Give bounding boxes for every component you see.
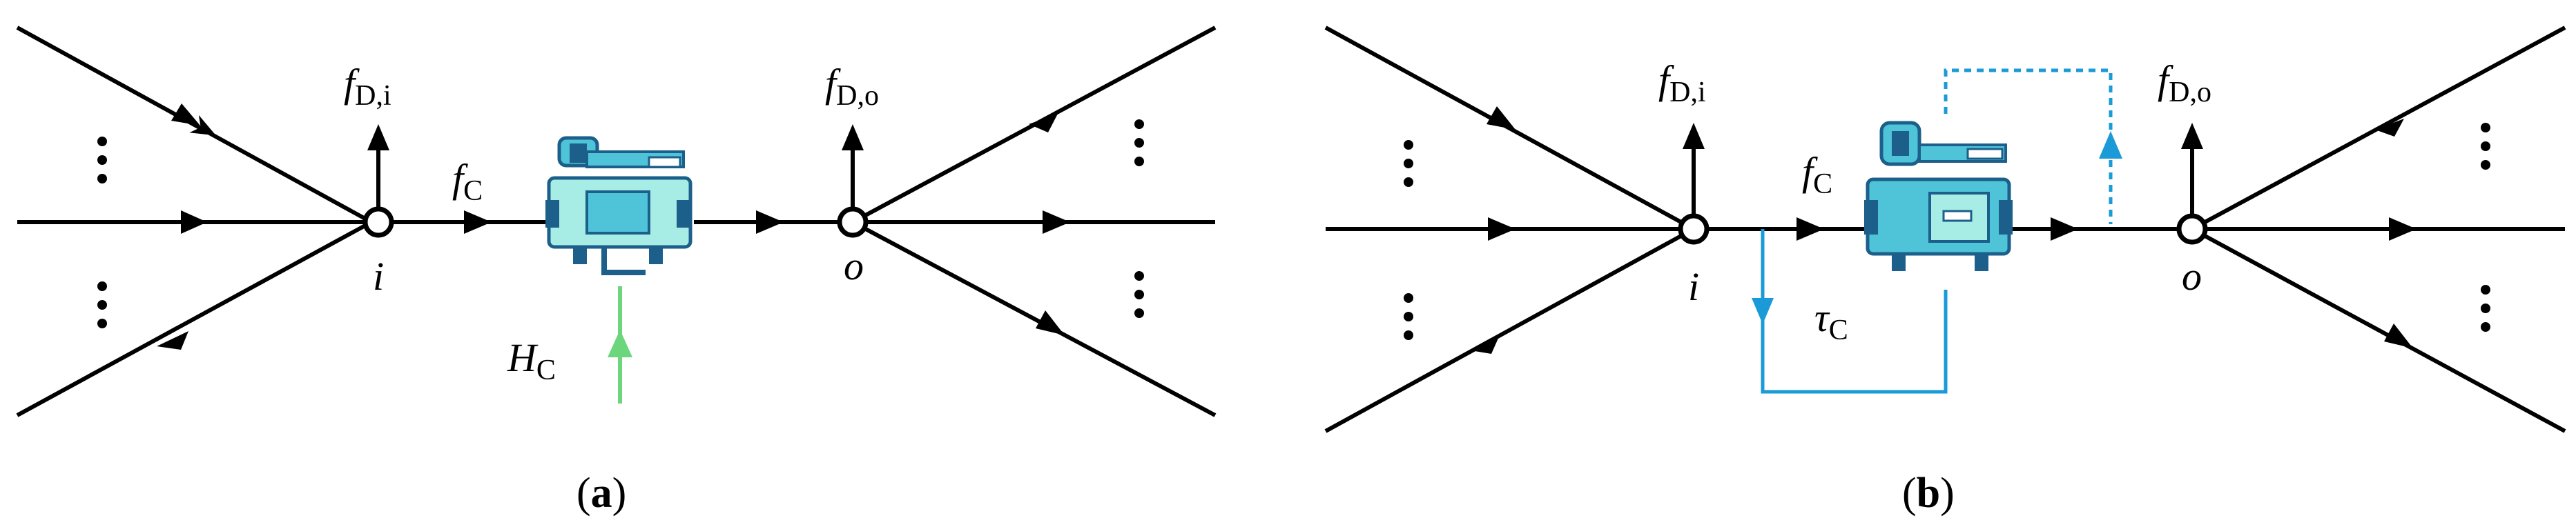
compressor-icon xyxy=(1864,121,2013,271)
torque-arrowhead-b xyxy=(1752,298,1774,324)
caption-b: (b) xyxy=(1902,470,1955,517)
ellipsis-b-right-upper xyxy=(2481,123,2490,170)
dashed-arrowhead-b xyxy=(2099,131,2122,159)
ellipsis-a-left-lower xyxy=(97,281,107,328)
ellipsis-a-right-upper xyxy=(1134,119,1144,166)
arrowhead-a1 xyxy=(171,103,200,126)
compressor-icon xyxy=(545,136,693,275)
arrowhead-b-out xyxy=(2051,217,2078,241)
ellipsis-a-left-upper xyxy=(97,137,107,183)
node-o-b xyxy=(2176,213,2208,245)
arrowhead-b1 xyxy=(1486,106,1515,130)
branch-b-upper-right xyxy=(2191,26,2566,231)
branch-a-lower-right xyxy=(851,220,1217,417)
node-o-a xyxy=(837,206,869,238)
arrowhead-a-fc xyxy=(464,210,492,234)
label-node-o-b: o xyxy=(2182,254,2202,299)
arrowhead-b3 xyxy=(1471,335,1500,354)
ellipsis-b-left-lower xyxy=(1404,293,1413,340)
arrowhead-a2 xyxy=(181,210,207,234)
arrowhead-a5 xyxy=(1043,210,1070,234)
label-node-i-b: i xyxy=(1688,264,1699,309)
label-demand-inlet-b: fD,i xyxy=(1658,57,1706,108)
dashed-bypass-b xyxy=(1944,68,2113,224)
arrowhead-a4 xyxy=(1029,114,1058,132)
demand-arrowhead-a-o xyxy=(842,124,864,150)
arrowhead-b-fc xyxy=(1797,217,1824,241)
branch-b-lower-right xyxy=(2191,227,2566,433)
branch-b-lower-left xyxy=(1324,227,1695,433)
demand-arrowhead-b-o xyxy=(2181,123,2203,149)
branch-a-lower-left xyxy=(16,220,373,417)
arrowhead-b2 xyxy=(1488,217,1515,241)
label-flow-b: fC xyxy=(1802,149,1832,200)
ellipsis-b-right-lower xyxy=(2481,285,2490,332)
label-head-a: HC xyxy=(507,335,556,386)
node-i-b xyxy=(1678,213,1710,245)
caption-a: (a) xyxy=(577,470,626,517)
panel-a: fD,i fD,o fC i o HC (a) xyxy=(16,26,1217,517)
arrowhead-b4 xyxy=(2375,119,2404,137)
arrowhead-a-out xyxy=(756,210,784,234)
label-tau-b: τC xyxy=(1814,295,1848,346)
label-flow-a: fC xyxy=(452,156,483,207)
head-input-arrowhead-a xyxy=(608,330,632,357)
arrowhead-a3 xyxy=(157,331,188,350)
ellipsis-a-right-lower xyxy=(1134,271,1144,318)
panel-b: fD,i fD,o fC i o τC (b) xyxy=(1324,26,2566,517)
demand-arrowhead-b-i xyxy=(1683,123,1705,149)
demand-arrowhead-a-i xyxy=(367,124,389,150)
branch-a-upper-left xyxy=(16,26,373,224)
label-demand-inlet-a: fD,i xyxy=(344,61,391,112)
label-demand-outlet-a: fD,o xyxy=(825,61,879,112)
label-demand-outlet-b: fD,o xyxy=(2158,57,2211,108)
node-i-a xyxy=(362,206,394,238)
ellipsis-b-left-upper xyxy=(1404,140,1413,187)
arrowhead-a6 xyxy=(1036,310,1065,335)
label-node-i-a: i xyxy=(373,254,384,299)
label-node-o-a: o xyxy=(844,243,864,288)
arrowhead-b6 xyxy=(2384,324,2413,348)
arrowhead-b5 xyxy=(2389,217,2417,241)
